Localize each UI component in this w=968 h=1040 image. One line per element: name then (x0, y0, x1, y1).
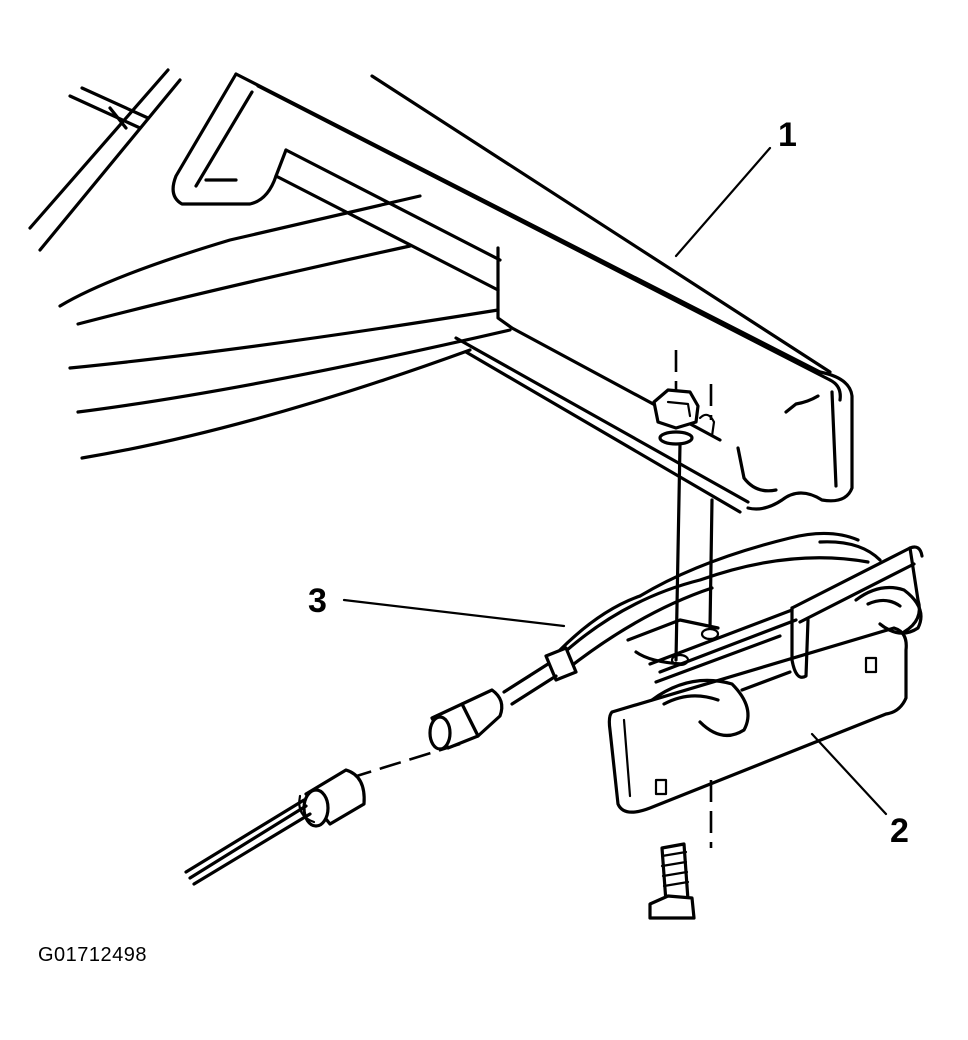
callout-2-label: 2 (890, 812, 909, 850)
figure-id-label: G01712498 (38, 944, 148, 966)
wiring-harness (184, 531, 882, 886)
hex-nut (652, 388, 716, 446)
frame-crossmember (28, 68, 854, 514)
alignment-lines (349, 350, 714, 848)
callout-1: 1 (674, 116, 797, 258)
callout-1-label: 1 (778, 116, 797, 154)
mounting-bolt (648, 842, 696, 920)
callout-3-label: 3 (308, 582, 327, 620)
mounting-bracket (607, 545, 924, 814)
callout-2: 2 (810, 732, 909, 850)
callout-3: 3 (308, 582, 566, 628)
